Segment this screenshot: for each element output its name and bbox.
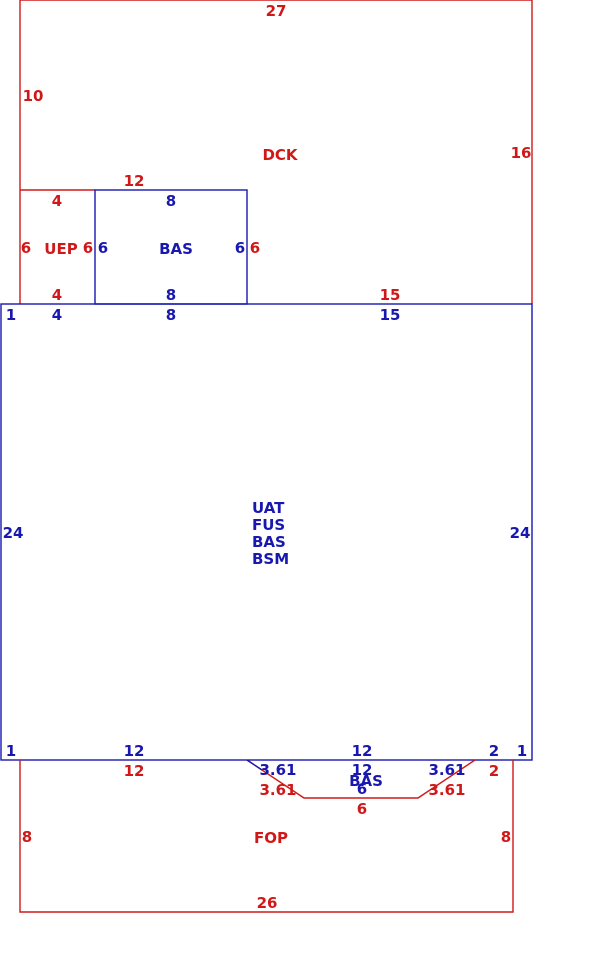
main-area-outline (0, 303, 533, 761)
dim-main-right: 24 (510, 524, 531, 542)
dim-bas-left: 6 (98, 239, 108, 257)
dim-bay-diag-right-red: 3.61 (428, 781, 465, 799)
dim-bay-diag-left-blue: 3.61 (259, 761, 296, 779)
dim-main-bottom-left: 12 (124, 742, 145, 760)
dim-fop-bottom: 26 (257, 894, 278, 912)
dim-uep-top: 4 (52, 192, 62, 210)
uep-label: UEP (44, 240, 77, 258)
fop-label: FOP (254, 829, 288, 847)
dim-main-left: 24 (3, 524, 24, 542)
dim-dck-bottom-left: 12 (124, 172, 145, 190)
dim-dck-top: 27 (266, 2, 287, 20)
dim-dck-left: 10 (23, 87, 44, 105)
fop-outline (19, 760, 514, 913)
dim-dck-bottom-right: 15 (380, 286, 401, 304)
main-label-bas: BAS (252, 533, 286, 551)
dck-outline (19, 0, 533, 304)
dim-bay-diag-right-blue: 3.61 (428, 761, 465, 779)
main-label-bsm: BSM (252, 550, 289, 568)
main-label-fus: FUS (252, 516, 285, 534)
dim-uep-bottom: 4 (52, 286, 62, 304)
bay-bas-label: BAS (349, 772, 383, 790)
dim-fop-right: 8 (501, 828, 511, 846)
dim-fop-top-right: 2 (489, 762, 499, 780)
dim-main-bottom-mid: 12 (352, 742, 373, 760)
dim-main-top-left-corner: 1 (6, 306, 16, 324)
dim-main-top-right: 15 (380, 306, 401, 324)
dim-bas-top: 8 (166, 192, 176, 210)
dim-fop-left: 8 (22, 828, 32, 846)
dim-main-bottom-right-corner: 1 (517, 742, 527, 760)
dim-uep-right: 6 (83, 239, 93, 257)
uep-outline (19, 189, 95, 304)
dck-label: DCK (262, 146, 298, 164)
dim-main-top-bas: 8 (166, 306, 176, 324)
dim-bas-right-outer: 6 (250, 239, 260, 257)
dim-bas-bottom: 8 (166, 286, 176, 304)
dim-main-top-uep: 4 (52, 306, 62, 324)
dim-bay-bottom-blue: 6 (357, 780, 367, 798)
dim-fop-top-left: 12 (124, 762, 145, 780)
main-label-uat: UAT (252, 499, 285, 517)
dim-uep-left: 6 (21, 239, 31, 257)
dim-dck-right: 16 (511, 144, 532, 162)
dim-main-bottom-right-small: 2 (489, 742, 499, 760)
dim-bas-right-inner: 6 (235, 239, 245, 257)
dim-bay-mid-blue: 12 (352, 761, 373, 779)
bay-window-outline (246, 759, 476, 799)
dim-bay-bottom-red: 6 (357, 800, 367, 818)
dim-main-bottom-left-corner: 1 (6, 742, 16, 760)
upper-bas-label: BAS (159, 240, 193, 258)
dim-bay-diag-left-red: 3.61 (259, 781, 296, 799)
